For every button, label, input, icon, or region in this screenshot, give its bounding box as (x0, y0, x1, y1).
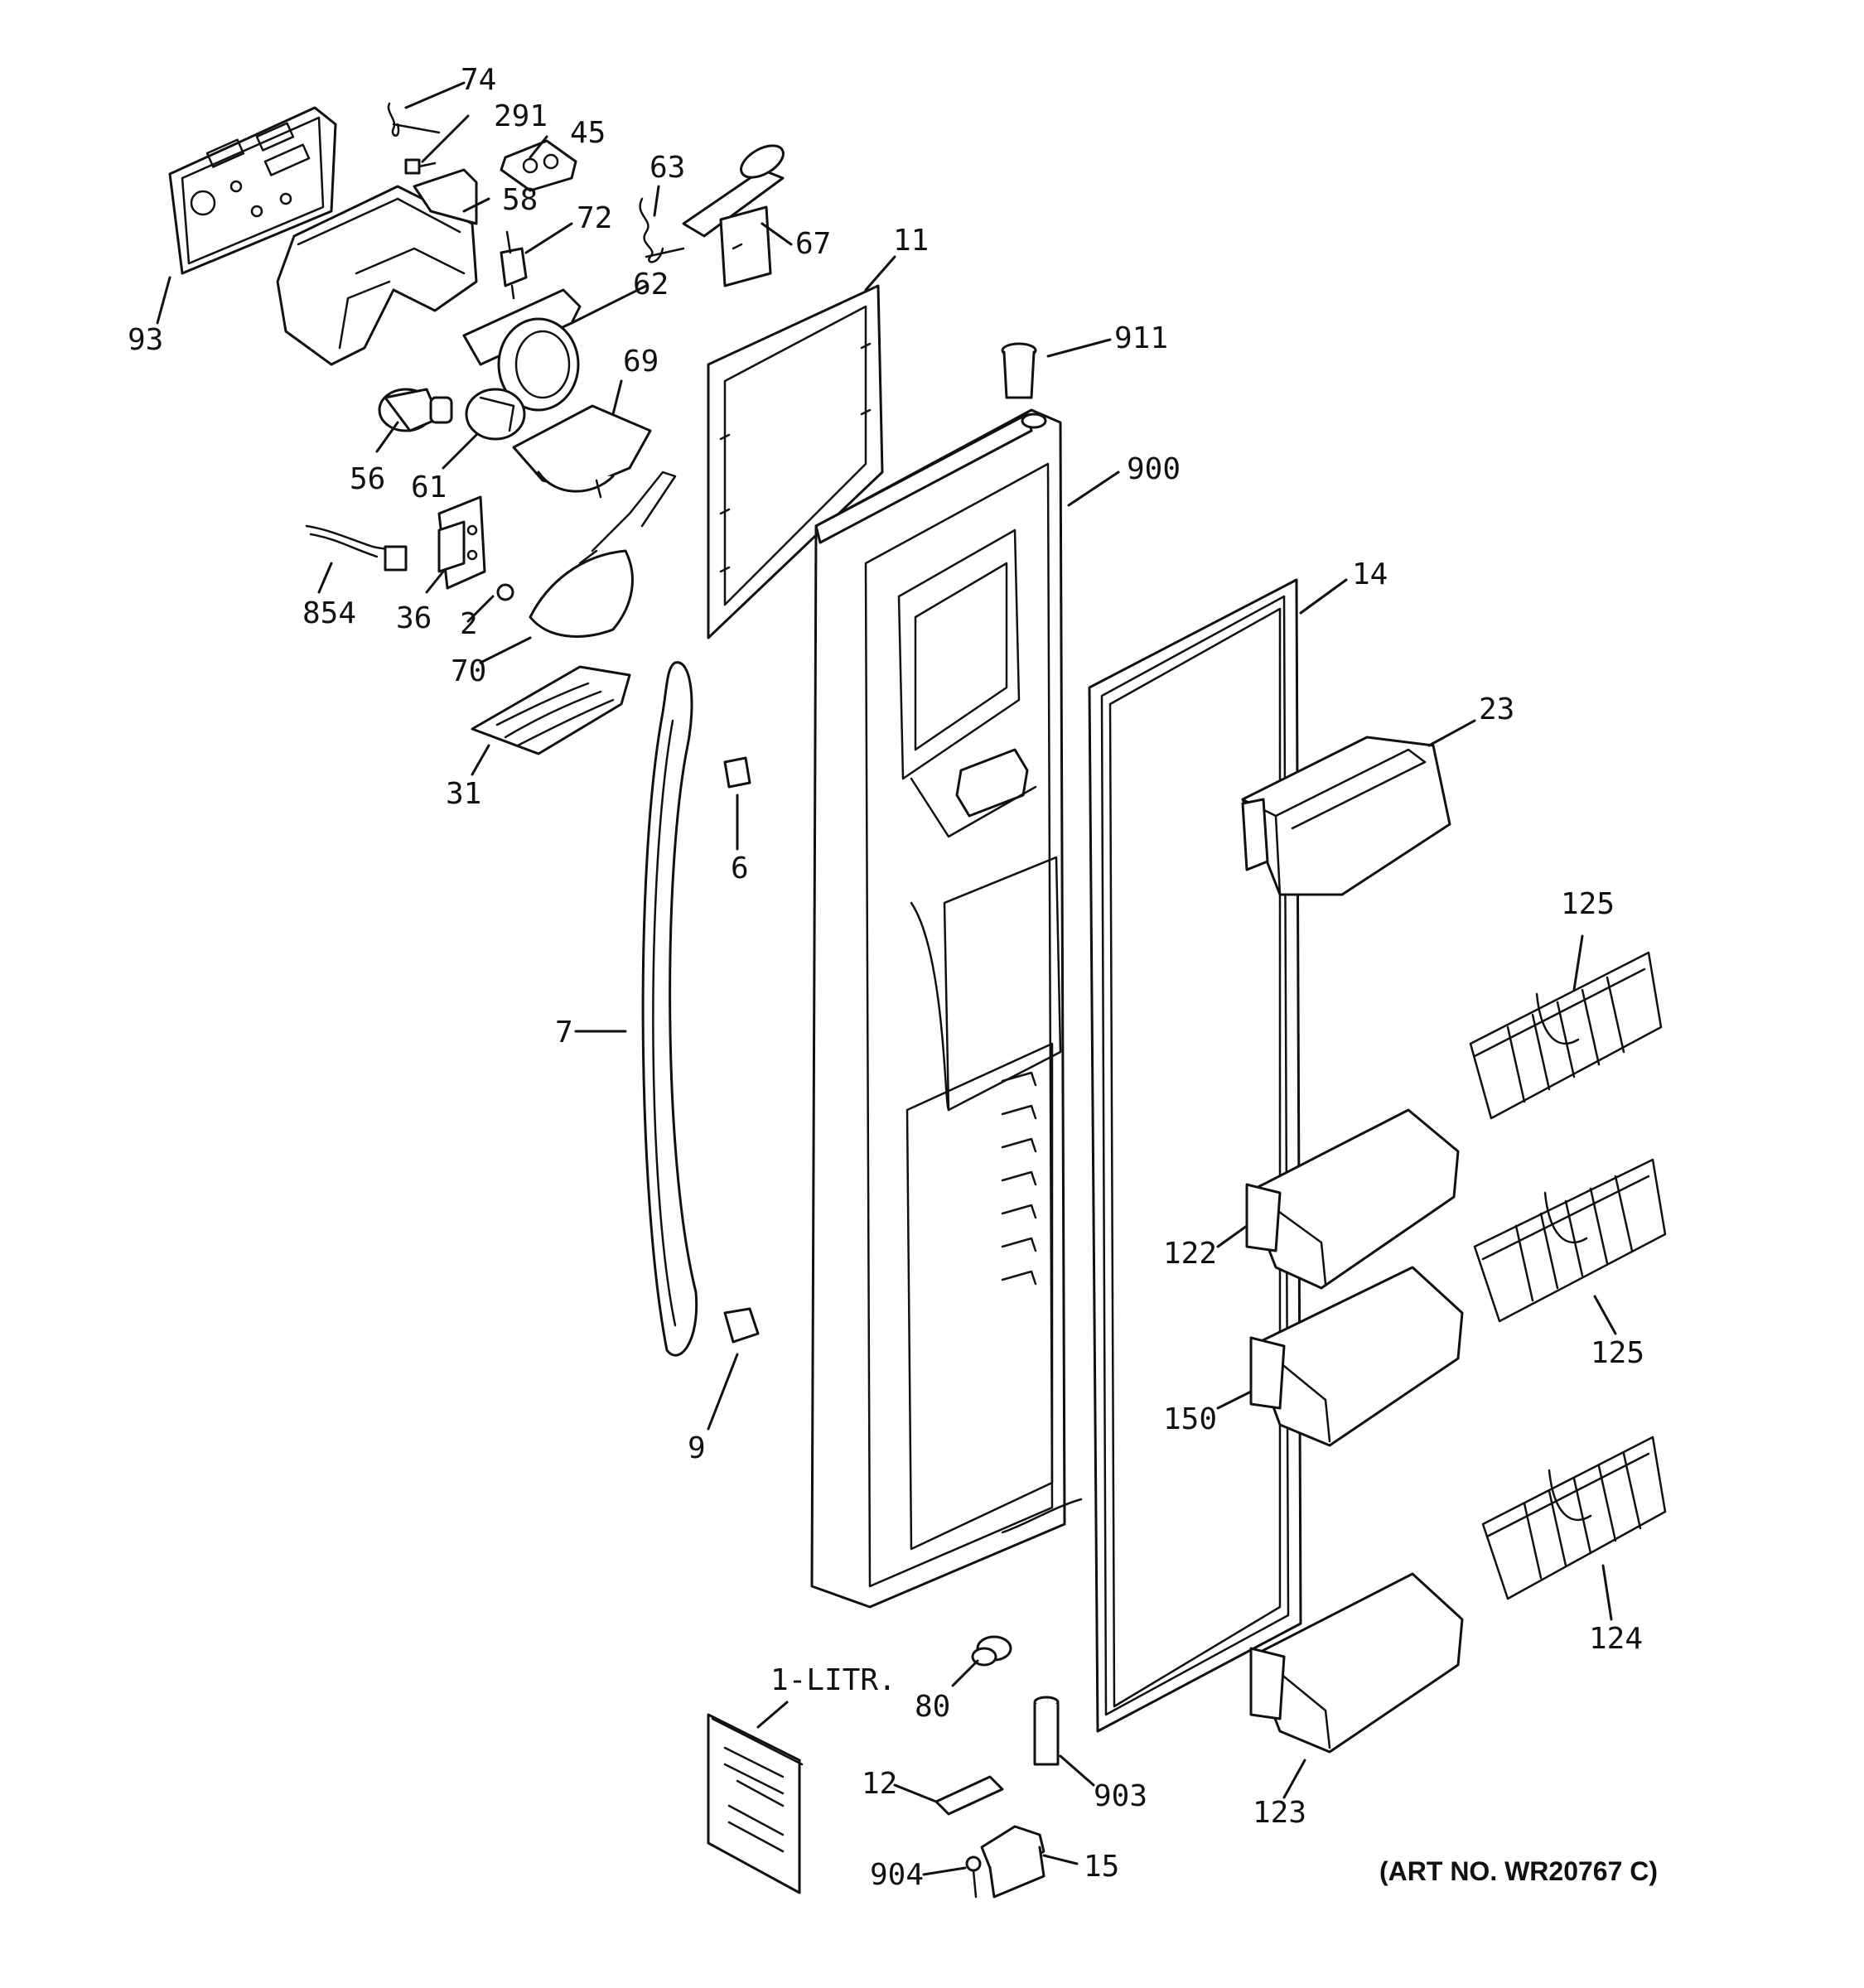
part-6-screw (723, 756, 751, 789)
part-31-drip-tray (471, 665, 631, 755)
part-15-hinge-cover (980, 1825, 1045, 1899)
art-number: (ART NO. WR20767 C) (1379, 1856, 1658, 1886)
part-61-gear-motor (465, 388, 526, 441)
part-124-wire-shelf (1481, 1436, 1667, 1600)
part-12-hinge-plate (934, 1775, 1004, 1816)
callout-93: 93 (128, 323, 163, 357)
callout-900: 900 (1127, 452, 1181, 486)
part-45-bracket (500, 139, 577, 192)
part-58-dispenser-housing (276, 168, 478, 366)
part-122-door-bin (1245, 1108, 1460, 1290)
part-125-wire-shelf-upper (1469, 951, 1663, 1120)
callout-62: 62 (633, 268, 669, 302)
part-911-bushing (1001, 342, 1037, 399)
callout-15: 15 (1084, 1850, 1119, 1884)
part-70-chute-door (529, 470, 677, 638)
part-36-bracket (437, 495, 486, 590)
callout-150: 150 (1163, 1402, 1217, 1436)
callout-69: 69 (623, 345, 659, 379)
part-9-screw (723, 1307, 760, 1344)
part-11-frame (707, 284, 884, 639)
part-72-switch (500, 230, 528, 300)
part-63-spring (639, 197, 685, 263)
callout-58: 58 (502, 183, 538, 217)
callout-125-upper: 125 (1561, 887, 1615, 921)
part-123-door-bin (1249, 1572, 1464, 1754)
callout-74: 74 (461, 63, 496, 97)
callout-124: 124 (1589, 1622, 1643, 1656)
callout-80: 80 (915, 1690, 950, 1724)
callout-23: 23 (1479, 692, 1514, 726)
callout-6: 6 (731, 852, 749, 885)
callout-122: 122 (1163, 1237, 1217, 1271)
callout-1-litr: 1-LITR. (770, 1663, 896, 1697)
callout-70: 70 (451, 654, 486, 688)
callout-72: 72 (577, 201, 612, 235)
callout-903: 903 (1094, 1779, 1147, 1813)
callout-12: 12 (862, 1767, 897, 1801)
part-80-plug (971, 1635, 1012, 1667)
part-2-screw (496, 583, 514, 601)
callout-36: 36 (396, 601, 432, 635)
part-56-motor (378, 388, 453, 432)
part-74-wire-spring (387, 102, 441, 137)
callout-911: 911 (1114, 321, 1168, 355)
part-67-actuator-lever (682, 144, 785, 287)
callout-125-lower: 125 (1591, 1336, 1644, 1370)
part-14-gasket (1088, 578, 1302, 1733)
part-23-door-bin (1241, 736, 1451, 896)
callout-2: 2 (460, 607, 478, 641)
part-150-door-bin (1249, 1266, 1464, 1447)
callout-904: 904 (870, 1858, 924, 1892)
part-854-wire-harness (305, 524, 408, 572)
callout-61: 61 (411, 470, 447, 504)
callout-11: 11 (893, 224, 929, 258)
part-1-litr-manual (707, 1713, 804, 1894)
callout-14: 14 (1352, 557, 1388, 591)
part-62-chute-ring (462, 288, 582, 412)
part-903-pin (1033, 1696, 1060, 1766)
callout-labels: 74 291 45 63 58 72 67 11 93 62 911 69 56… (128, 63, 1658, 1892)
leader-lines (156, 81, 1617, 1876)
part-904-screw (965, 1855, 982, 1899)
part-7-handle (641, 661, 698, 1357)
callout-45: 45 (570, 116, 606, 150)
callout-123: 123 (1253, 1796, 1306, 1830)
callout-63: 63 (650, 151, 685, 185)
callout-854: 854 (302, 596, 356, 630)
part-900-door (810, 408, 1083, 1609)
callout-67: 67 (795, 227, 831, 261)
part-291-screw (404, 158, 437, 175)
callout-7: 7 (555, 1016, 573, 1049)
callout-31: 31 (446, 777, 481, 811)
callout-291: 291 (494, 99, 548, 133)
callout-56: 56 (350, 462, 385, 496)
callout-9: 9 (688, 1431, 706, 1465)
part-125-wire-shelf-lower (1473, 1158, 1667, 1323)
part-93-control-panel (168, 106, 337, 275)
part-69-funnel-bracket (512, 404, 652, 499)
